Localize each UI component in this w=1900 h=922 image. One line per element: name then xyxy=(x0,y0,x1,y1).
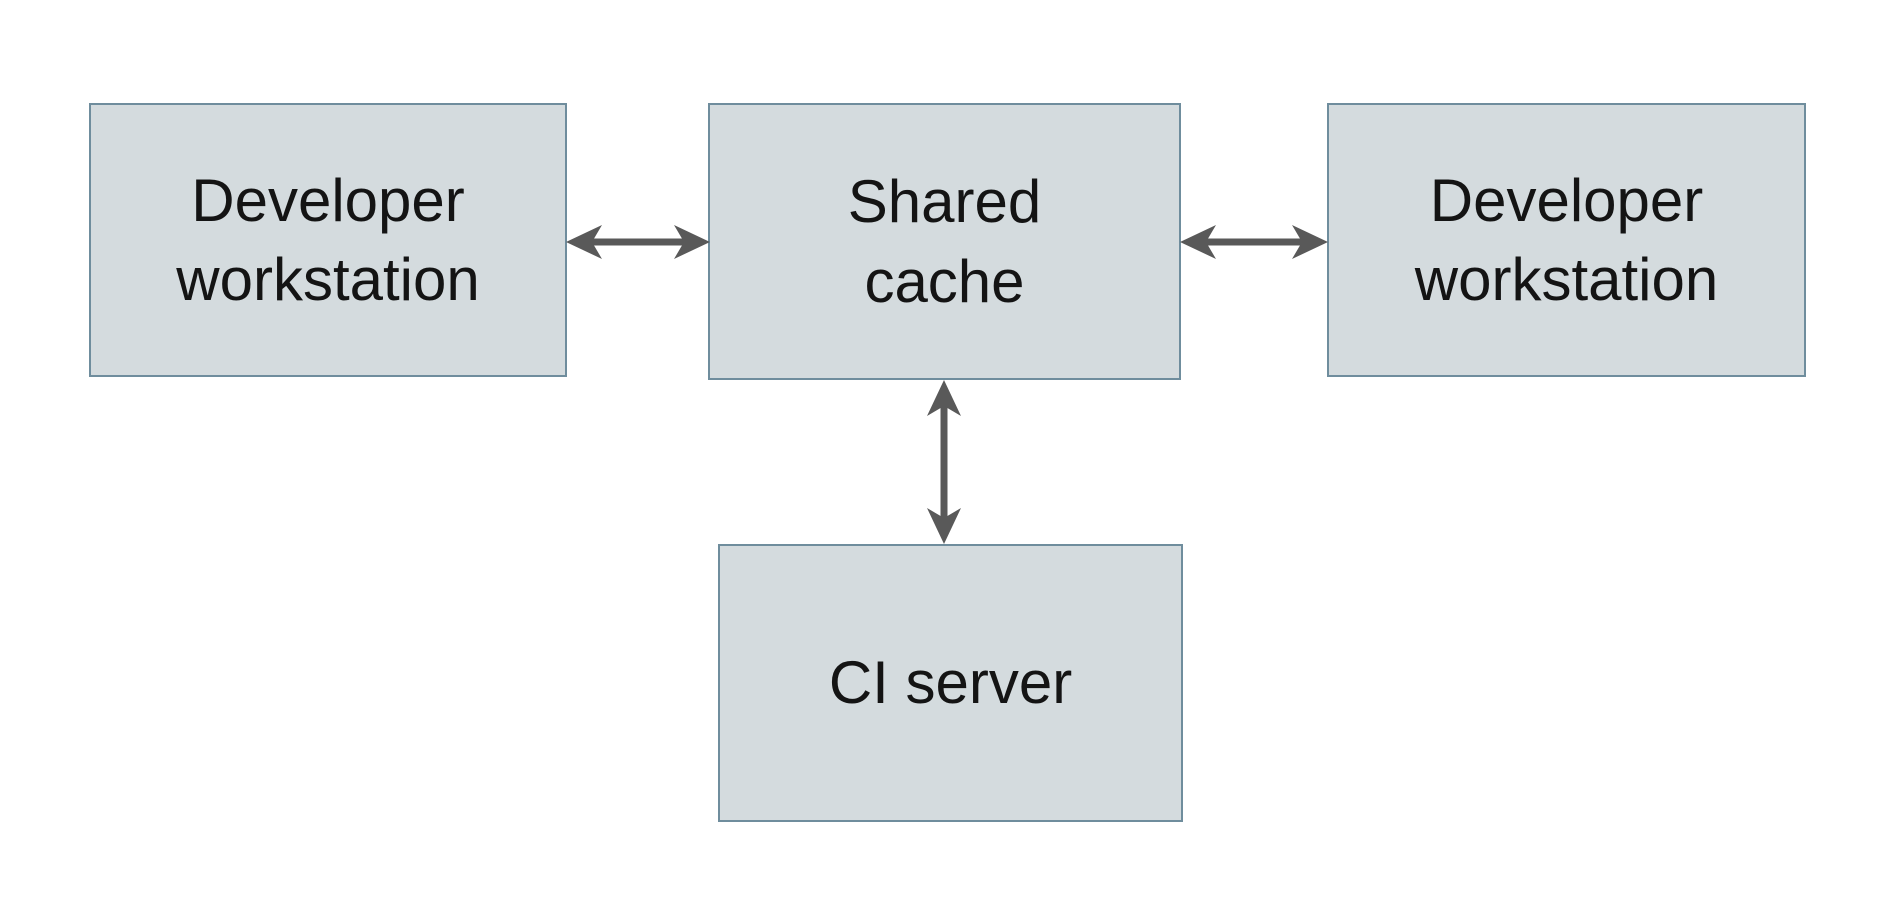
bidirectional-arrow-cache-ci-icon xyxy=(927,380,961,544)
node-developer-workstation-right: Developer workstation xyxy=(1327,103,1806,377)
node-label: Developer workstation xyxy=(1414,166,1719,313)
bidirectional-arrow-cache-dev-right-icon xyxy=(1180,225,1328,259)
node-label: CI server xyxy=(828,649,1073,717)
node-developer-workstation-left: Developer workstation xyxy=(89,103,567,377)
bidirectional-arrow-dev-left-cache-icon xyxy=(566,225,710,259)
node-ci-server: CI server xyxy=(718,544,1183,822)
node-shared-cache: Shared cache xyxy=(708,103,1181,380)
node-label: Developer workstation xyxy=(176,166,480,313)
node-label: Shared cache xyxy=(847,168,1042,315)
